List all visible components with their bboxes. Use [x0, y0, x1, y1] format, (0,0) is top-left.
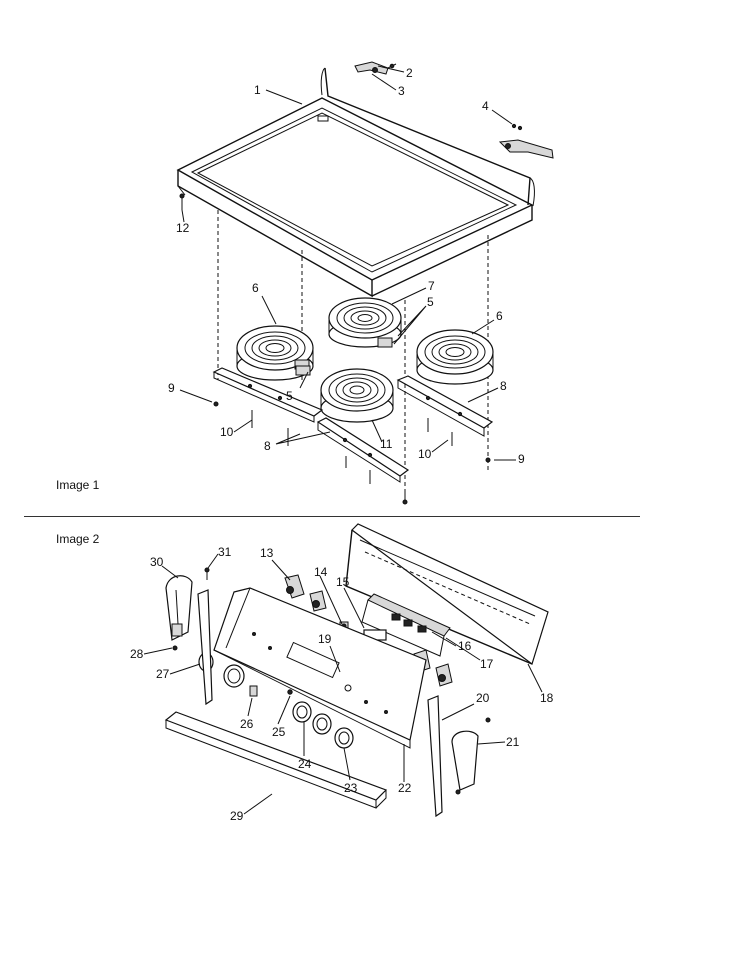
section-label-image-2: Image 2 — [56, 532, 100, 546]
screw-part-12 — [179, 193, 185, 210]
callout-24: 24 — [298, 757, 312, 771]
callout-26: 26 — [240, 717, 254, 731]
callout-5b: 5 — [427, 295, 434, 309]
callout-20: 20 — [476, 691, 490, 705]
callout-13: 13 — [260, 546, 274, 560]
callout-19: 19 — [318, 632, 332, 646]
callout-17: 17 — [480, 657, 494, 671]
right-end-cap — [427, 695, 491, 818]
callout-3: 3 — [398, 84, 405, 98]
callout-5a: 5 — [286, 389, 293, 403]
callout-31: 31 — [218, 545, 232, 559]
support-bracket-right — [396, 375, 494, 463]
surface-element-center-rear — [328, 297, 402, 348]
callout-27: 27 — [156, 667, 170, 681]
callout-15: 15 — [336, 575, 350, 589]
callout-16: 16 — [458, 639, 472, 653]
callouts-image-1: 1 2 3 4 5 5 6 6 7 8 8 9 9 10 — [168, 65, 525, 466]
callout-28: 28 — [130, 647, 144, 661]
callout-10a: 10 — [220, 425, 234, 439]
callout-6b: 6 — [496, 309, 503, 323]
callout-22: 22 — [398, 781, 412, 795]
callout-2: 2 — [406, 66, 413, 80]
callout-25: 25 — [272, 725, 286, 739]
backguard-panel — [345, 523, 549, 665]
surface-element-left-rear — [236, 325, 314, 381]
callout-8b: 8 — [264, 439, 271, 453]
cooktop-glass-top — [176, 67, 535, 298]
bracket-part-4 — [498, 123, 554, 159]
left-end-cap — [165, 567, 213, 706]
callout-6a: 6 — [252, 281, 259, 295]
lower-trim — [164, 711, 388, 809]
callout-14: 14 — [314, 565, 328, 579]
callout-11: 11 — [380, 437, 393, 451]
callout-10b: 10 — [418, 447, 432, 461]
surface-element-center-front — [295, 365, 394, 423]
clock-control-board — [361, 593, 451, 657]
callout-7: 7 — [428, 279, 435, 293]
bracket-part-2-3 — [354, 61, 397, 75]
control-knobs — [198, 652, 354, 749]
section-divider — [24, 516, 640, 517]
indicator-parts — [249, 685, 293, 697]
callout-30: 30 — [150, 555, 164, 569]
callout-29: 29 — [230, 809, 244, 823]
callout-1: 1 — [254, 83, 261, 97]
support-bracket-left — [212, 367, 324, 446]
section-label-image-1: Image 1 — [56, 478, 100, 492]
callout-4: 4 — [482, 99, 489, 113]
control-panel-front — [213, 587, 427, 749]
support-bracket-front — [316, 417, 410, 505]
callout-12: 12 — [176, 221, 190, 235]
callout-9b: 9 — [518, 452, 525, 466]
surface-element-right — [416, 329, 494, 385]
callout-23: 23 — [344, 781, 358, 795]
callout-21: 21 — [506, 735, 520, 749]
callout-8a: 8 — [500, 379, 507, 393]
callouts-image-2: 13 14 15 16 17 18 19 20 21 22 23 24 25 — [130, 545, 554, 823]
callout-9a: 9 — [168, 381, 175, 395]
callout-18: 18 — [540, 691, 554, 705]
